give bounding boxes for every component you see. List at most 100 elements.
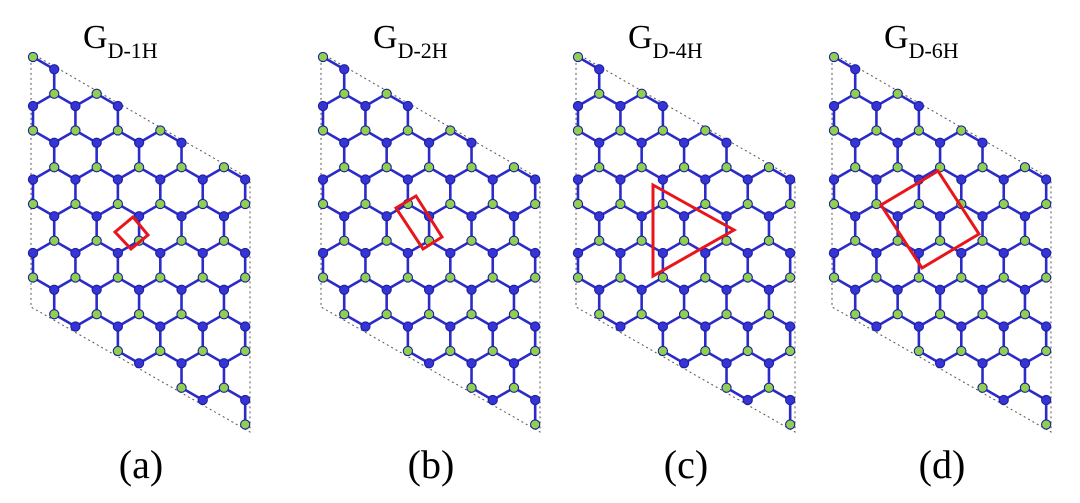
carbon-atom (176, 211, 187, 222)
carbon-atom (339, 284, 350, 295)
hydrogen-site (133, 162, 145, 173)
carbon-atom (360, 100, 371, 112)
panel-title: GD-1H (83, 19, 158, 63)
hydrogen-site (218, 382, 230, 393)
hydrogen-site (615, 272, 626, 283)
atoms (27, 51, 251, 430)
carbon-atom (977, 284, 988, 295)
hydrogen-site (381, 88, 392, 99)
carbon-atom (572, 100, 584, 112)
carbon-atom (49, 64, 60, 75)
hydrogen-site (1041, 345, 1052, 357)
hydrogen-site (572, 272, 584, 283)
carbon-atom (487, 247, 498, 259)
carbon-atom (133, 137, 145, 148)
carbon-atom (112, 174, 124, 185)
hydrogen-site (339, 309, 350, 320)
carbon-atom (934, 137, 946, 148)
carbon-atom (594, 284, 605, 295)
hydrogen-site (176, 235, 187, 246)
hydrogen-site (700, 198, 711, 210)
hydrogen-site (445, 272, 456, 283)
hydrogen-site (700, 125, 711, 136)
carbon-atom (445, 247, 456, 259)
hydrogen-site (615, 125, 626, 136)
hydrogen-site (785, 272, 796, 283)
hydrogen-site (1019, 235, 1031, 246)
carbon-atom (721, 284, 732, 295)
carbon-atom (850, 211, 861, 222)
carbon-atom (402, 321, 414, 332)
hydrogen-site (176, 309, 187, 320)
hydrogen-site (70, 198, 81, 210)
carbon-atom (197, 247, 208, 259)
carbon-atom (218, 284, 230, 295)
hydrogen-site (636, 88, 647, 99)
hydrogen-site (402, 272, 414, 283)
hydrogen-site (657, 125, 669, 136)
hydrogen-site (892, 162, 903, 173)
hydrogen-site (763, 162, 775, 173)
hydrogen-site (27, 51, 39, 63)
hydrogen-site (828, 272, 840, 283)
hydrogen-site (892, 235, 903, 246)
hydrogen-site (91, 162, 102, 173)
panel-a: GD-1H(a) (27, 19, 251, 487)
hydrogen-site (317, 125, 329, 136)
carbon-atom (657, 247, 669, 259)
carbon-atom (112, 247, 124, 259)
hydrogen-site (339, 235, 350, 246)
title-subscript: D-4H (653, 38, 703, 63)
hydrogen-site (27, 272, 39, 283)
hydrogen-site (49, 235, 60, 246)
hydrogen-site (785, 419, 796, 430)
carbon-atom (423, 137, 435, 148)
carbon-atom (49, 211, 60, 222)
carbon-atom (615, 321, 626, 332)
carbon-atom (381, 211, 392, 222)
carbon-atom (657, 100, 669, 112)
hydrogen-site (240, 345, 251, 357)
carbon-atom (1041, 394, 1052, 406)
carbon-atom (133, 358, 145, 369)
hydrogen-site (636, 309, 647, 320)
carbon-atom (1041, 321, 1052, 332)
carbon-atom (218, 211, 230, 222)
hydrogen-site (240, 419, 251, 430)
hydrogen-site (155, 125, 166, 136)
hydrogen-site (934, 235, 946, 246)
hydrogen-site (572, 51, 584, 63)
hydrogen-site (530, 419, 541, 430)
hydrogen-site (466, 382, 477, 393)
cell-boundary (831, 52, 1052, 433)
carbon-atom (636, 284, 647, 295)
hydrogen-site (240, 272, 251, 283)
carbon-atom (508, 284, 520, 295)
panel-title: GD-6H (884, 19, 959, 63)
carbon-atom (678, 358, 690, 369)
carbon-atom (850, 137, 861, 148)
carbon-atom (721, 211, 732, 222)
carbon-atom (828, 100, 840, 112)
carbon-atom (176, 358, 187, 369)
hydrogen-site (197, 272, 208, 283)
carbon-atom (530, 321, 541, 332)
hydrogen-site (487, 345, 498, 357)
carbon-atom (828, 174, 840, 185)
carbon-atom (700, 247, 711, 259)
carbon-atom (360, 247, 371, 259)
carbon-atom (785, 321, 796, 332)
carbon-atom (892, 137, 903, 148)
hydrogen-site (91, 88, 102, 99)
hydrogen-site (956, 345, 967, 357)
hydrogen-site (155, 272, 166, 283)
cell-boundary (320, 52, 541, 433)
carbon-atom (445, 174, 456, 185)
hydrogen-site (657, 272, 669, 283)
carbon-atom (850, 284, 861, 295)
carbon-atom (850, 64, 861, 75)
hydrogen-site (956, 125, 967, 136)
hydrogen-site (112, 345, 124, 357)
carbon-atom (657, 321, 669, 332)
hydrogen-site (91, 235, 102, 246)
